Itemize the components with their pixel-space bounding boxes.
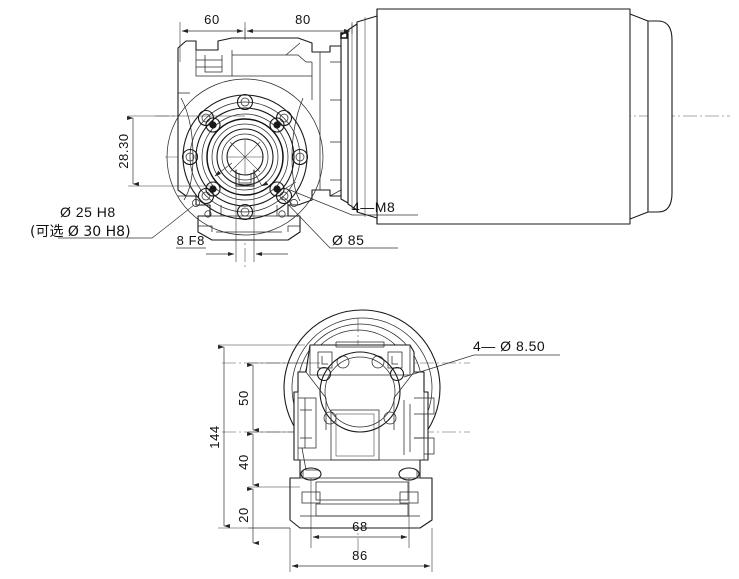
note-bore-line1: Ø 25 H8 bbox=[60, 204, 116, 220]
dim-label-144: 144 bbox=[207, 425, 222, 449]
bottom-view-group: 144 50 40 20 68 86 bbox=[207, 309, 560, 572]
bottom-view-gearbox-body bbox=[289, 341, 435, 529]
leader-4-m8 bbox=[289, 189, 418, 216]
note-4-dia-850: 4— Ø 8.50 bbox=[473, 338, 545, 354]
dim-label-86: 86 bbox=[352, 548, 368, 563]
dim-label-8f8: 8 F8 bbox=[177, 233, 205, 248]
dim-label-50: 50 bbox=[236, 390, 251, 406]
note-4-m8: 4—M8 bbox=[352, 199, 395, 215]
note-bore-line2: (可选 Ø 30 H8) bbox=[30, 224, 131, 240]
motor-flange-adapter bbox=[340, 15, 378, 219]
threaded-holes-m8 bbox=[205, 117, 285, 197]
note-dia-85: Ø 85 bbox=[332, 232, 364, 248]
dim-label-2830: 28.30 bbox=[116, 133, 131, 169]
dim-label-40: 40 bbox=[236, 454, 251, 470]
dim-label-80: 80 bbox=[295, 12, 311, 27]
bottom-view-dimensions: 144 50 40 20 68 86 bbox=[207, 344, 433, 572]
dim-label-68: 68 bbox=[352, 519, 368, 534]
top-view-dimensions: 60 80 28.30 8 F8 bbox=[116, 12, 353, 262]
top-view-group: 60 80 28.30 8 F8 Ø 25 H8 (可选 Ø 30 H8) bbox=[30, 8, 730, 268]
leader-dia-85 bbox=[280, 196, 398, 249]
top-view-notes: Ø 25 H8 (可选 Ø 30 H8) 4—M8 Ø 85 bbox=[30, 189, 418, 249]
motor-body bbox=[376, 8, 673, 225]
leader-bore-note bbox=[58, 204, 195, 239]
dim-label-60: 60 bbox=[204, 12, 220, 27]
bottom-view-notes: 4— Ø 8.50 bbox=[403, 338, 560, 378]
output-flange-face bbox=[166, 78, 324, 236]
dim-label-20: 20 bbox=[236, 507, 251, 523]
leader-4-dia-850 bbox=[403, 354, 560, 378]
